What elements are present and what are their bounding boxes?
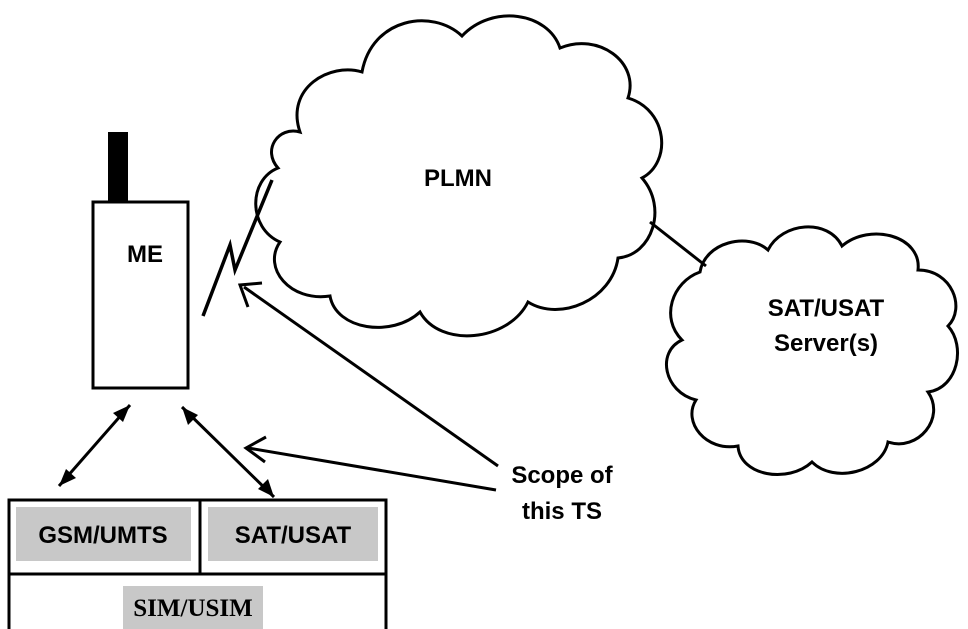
me-sat-arrowhead-bottom — [258, 479, 274, 497]
scope-label-line1: Scope of — [511, 462, 613, 489]
sim-label-box — [123, 586, 263, 629]
me-gsm-arrowhead-bottom — [59, 469, 76, 486]
me-body — [91, 200, 190, 390]
me-sat-arrowhead-top — [182, 407, 198, 425]
scope-label-line2: this TS — [522, 498, 602, 525]
plmn-server-link — [649, 220, 707, 268]
server-cloud: SAT/USAT Server(s) — [665, 225, 959, 476]
gsm-label: GSM/UMTS — [38, 522, 167, 549]
plmn-label: PLMN — [424, 165, 492, 192]
radio-link — [201, 179, 274, 317]
server-cloud-shape — [665, 225, 959, 476]
scope-arrow-upper — [237, 281, 499, 468]
me-label: ME — [127, 241, 163, 268]
me-phone: ME — [91, 132, 190, 390]
server-label-line1: SAT/USAT — [768, 295, 885, 322]
me-gsm-arrow-line — [57, 404, 132, 487]
sat-app-box — [208, 507, 378, 561]
scope-arrow-lower — [243, 435, 497, 492]
me-sat-arrow-line — [180, 405, 276, 499]
scope-arrow-lower-line — [247, 446, 497, 492]
scope-arrow-upper-head — [237, 281, 263, 308]
me-antenna — [108, 132, 128, 202]
me-gsm-arrowhead-top — [113, 405, 130, 422]
sim-label: SIM/USIM — [133, 595, 252, 622]
plmn-cloud-shape — [254, 14, 664, 338]
sim-outline — [7, 498, 388, 629]
server-label-line2: Server(s) — [774, 330, 878, 357]
sim-card: GSM/UMTS SAT/USAT SIM/USIM — [7, 498, 388, 629]
plmn-cloud: PLMN — [254, 14, 664, 338]
scope-arrow-lower-head — [243, 435, 267, 464]
gsm-app-box — [16, 507, 191, 561]
scope-arrow-upper-line — [243, 285, 499, 468]
me-sat-arrow — [180, 405, 276, 499]
me-gsm-arrow — [57, 404, 132, 487]
sat-label: SAT/USAT — [235, 522, 352, 549]
